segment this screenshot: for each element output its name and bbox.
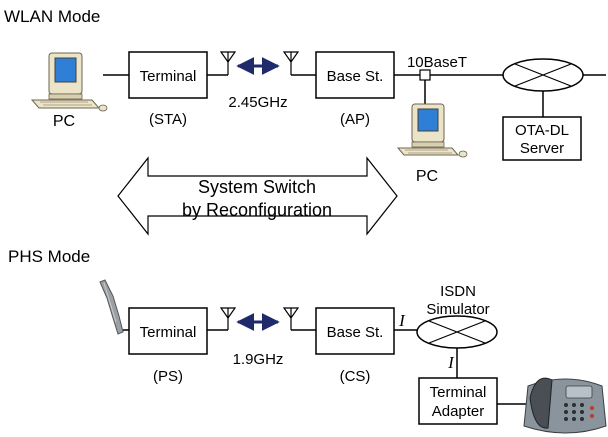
system-switch-arrow (117, 156, 398, 236)
phs-antenna-cs-icon (282, 307, 300, 330)
phs-terminal-label: Terminal (140, 324, 197, 341)
wlan-mode-title: WLAN Mode (4, 7, 100, 26)
lan-hub (419, 69, 431, 81)
pc-left-icon (30, 52, 108, 112)
isdn-simulator-icon (416, 315, 498, 349)
wlan-base-sub: (AP) (340, 111, 370, 128)
wlan-frequency: 2.45GHz (228, 94, 287, 111)
ota-server-line1: OTA-DL (515, 122, 569, 139)
phs-antenna-ps-icon (219, 307, 237, 330)
phs-handset-icon (99, 279, 124, 335)
ethernet-label: 10BaseT (407, 54, 467, 71)
ota-server-line2: Server (520, 140, 564, 157)
pc-lan-label: PC (416, 168, 438, 185)
phs-mode-title: PHS Mode (8, 247, 90, 266)
phs-base-label: Base St. (327, 324, 384, 341)
isdn-label-line2: Simulator (426, 301, 489, 318)
wlan-base-label: Base St. (327, 68, 384, 85)
terminal-adapter-box (418, 377, 498, 425)
wlan-terminal-label: Terminal (140, 68, 197, 85)
network-router-icon (502, 58, 584, 92)
phs-terminal-sub: (PS) (153, 368, 183, 385)
wlan-terminal-sub: (STA) (149, 111, 187, 128)
adapter-line2: Adapter (432, 403, 485, 420)
isdn-interface-2: I (447, 353, 455, 372)
phs-frequency: 1.9GHz (233, 351, 284, 368)
switch-line2: by Reconfiguration (182, 200, 332, 220)
wlan-antenna-sta-icon (219, 51, 237, 75)
phs-base-box (315, 307, 395, 355)
wlan-base-box (315, 51, 395, 99)
phs-base-sub: (CS) (340, 368, 371, 385)
switch-line1: System Switch (198, 177, 316, 197)
wlan-terminal-box (128, 51, 208, 99)
ota-server-box (502, 116, 582, 161)
phs-terminal-box (128, 307, 208, 355)
isdn-interface-1: I (398, 311, 406, 330)
pc-left-label: PC (53, 113, 75, 130)
isdn-label-line1: ISDN (440, 283, 476, 300)
adapter-line1: Terminal (430, 384, 487, 401)
desk-phone-icon (523, 377, 607, 434)
wlan-antenna-ap-icon (282, 51, 300, 75)
pc-lan-icon (396, 103, 468, 158)
